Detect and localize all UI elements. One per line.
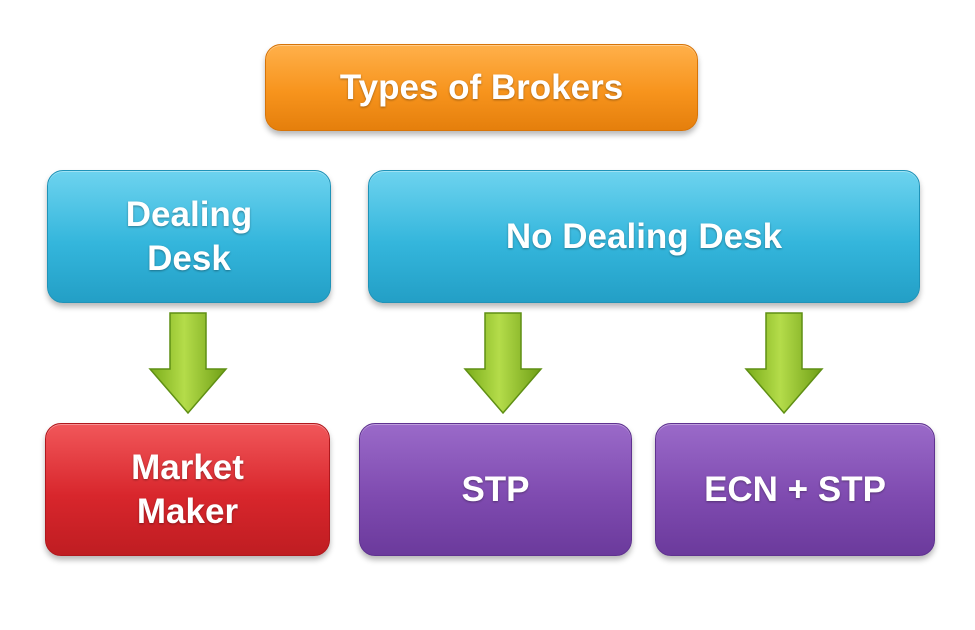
no-dealing-desk-box: No Dealing Desk <box>368 170 920 303</box>
market-maker-label: Market Maker <box>131 447 244 531</box>
no-dealing-desk-label: No Dealing Desk <box>505 216 783 256</box>
down-arrow-icon <box>463 312 543 415</box>
market-maker-box: Market Maker <box>45 423 330 556</box>
down-arrow-icon <box>148 312 228 415</box>
ecn-stp-label: ECN + STP <box>704 469 886 509</box>
title-label: Types of Brokers <box>339 67 624 107</box>
dealing-desk-label: Dealing Desk <box>125 194 253 278</box>
down-arrow-icon <box>744 312 824 415</box>
title-box: Types of Brokers <box>265 44 698 131</box>
ecn-stp-box: ECN + STP <box>655 423 935 556</box>
dealing-desk-box: Dealing Desk <box>47 170 331 303</box>
stp-label: STP <box>461 469 530 509</box>
stp-box: STP <box>359 423 632 556</box>
